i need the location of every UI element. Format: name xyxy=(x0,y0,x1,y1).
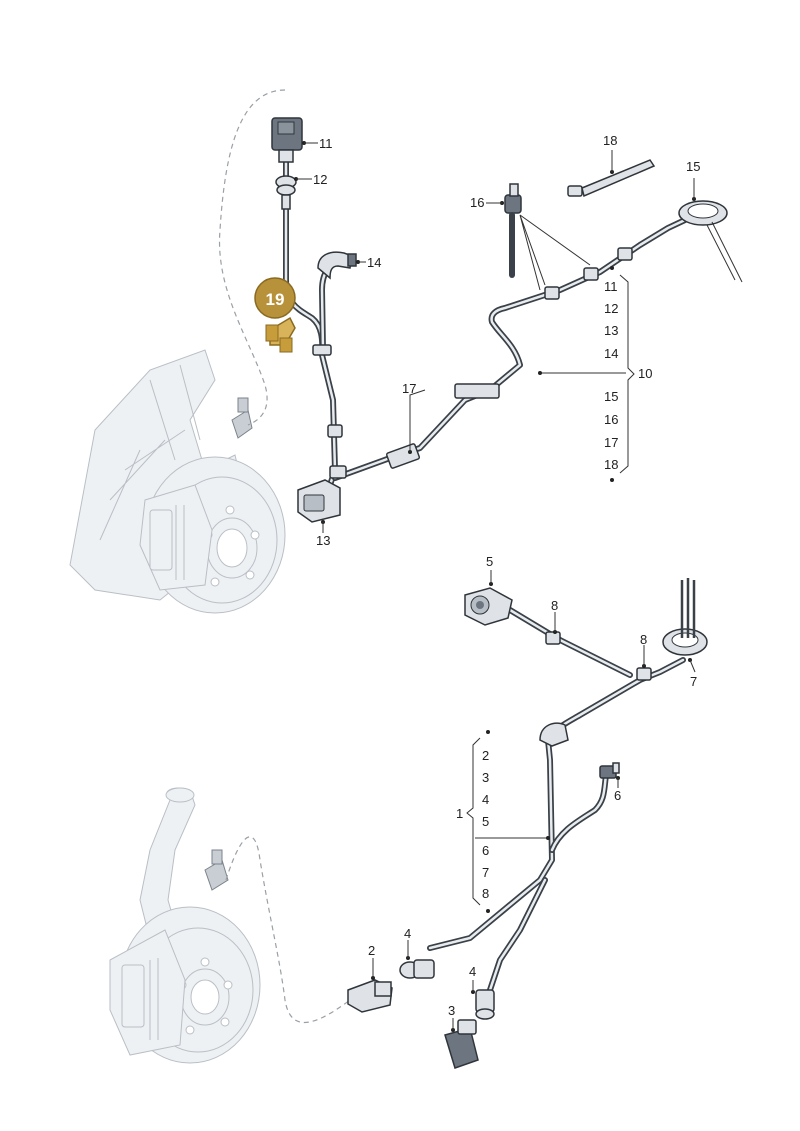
part-4-connector-b[interactable] xyxy=(475,989,495,1020)
group-1-item: 6 xyxy=(482,843,489,858)
label-8b: 8 xyxy=(640,632,647,647)
group-10-item: 16 xyxy=(604,412,618,427)
part-15-grommet[interactable] xyxy=(678,200,743,283)
label-3: 3 xyxy=(448,1003,455,1018)
label-group-1: 1 xyxy=(456,806,463,821)
label-11: 11 xyxy=(319,136,333,151)
part-18-cable-tie[interactable] xyxy=(567,159,656,198)
label-15: 15 xyxy=(686,159,700,174)
label-8a: 8 xyxy=(551,598,558,613)
label-2: 2 xyxy=(368,943,375,958)
label-13: 13 xyxy=(316,533,330,548)
highlight-badge-19[interactable]: 19 xyxy=(254,277,296,319)
label-17: 17 xyxy=(402,381,416,396)
part-11-sensor-housing[interactable] xyxy=(271,117,303,163)
upper-assembly: 11 12 14 13 17 16 18 15 10 11 12 13 xyxy=(69,89,743,614)
lower-assembly: 5 8 8 7 6 2 4 4 3 1 2 3 xyxy=(109,554,708,1069)
lower-harness-elbow xyxy=(539,722,569,747)
part-19-bracket-clip[interactable] xyxy=(265,316,296,353)
lower-brake-disc-illustration xyxy=(109,787,261,1064)
lower-callouts: 5 8 8 7 6 2 4 4 3 1 2 3 xyxy=(368,554,697,1032)
group-10-item: 17 xyxy=(604,435,618,450)
highlight-badge-label: 19 xyxy=(266,290,285,309)
label-group-10: 10 xyxy=(638,366,652,381)
label-12: 12 xyxy=(313,172,327,187)
lower-harness-main xyxy=(427,657,686,951)
part-7-grommet[interactable] xyxy=(662,578,708,656)
group-1-item: 7 xyxy=(482,865,489,880)
lower-harness-branch-6 xyxy=(549,772,609,853)
upper-harness-clips xyxy=(312,247,633,479)
label-4b: 4 xyxy=(469,964,476,979)
part-14-elbow-connector[interactable] xyxy=(317,251,357,280)
label-7: 7 xyxy=(690,674,697,689)
group-10-item: 11 xyxy=(604,279,618,294)
label-14: 14 xyxy=(367,255,381,270)
part-2-wheel-speed-sensor[interactable] xyxy=(347,979,393,1013)
group-10-item: 18 xyxy=(604,457,618,472)
part-13-connector[interactable] xyxy=(297,479,341,523)
label-6: 6 xyxy=(614,788,621,803)
lower-routing-dashed-line xyxy=(225,836,351,1023)
part-8-clip-a[interactable] xyxy=(545,631,561,645)
group-10-item: 12 xyxy=(604,301,618,316)
part-3-connector-housing[interactable] xyxy=(444,1019,479,1069)
group-1-item: 4 xyxy=(482,792,489,807)
group-1-item: 8 xyxy=(482,886,489,901)
label-4a: 4 xyxy=(404,926,411,941)
part-8-clip-b[interactable] xyxy=(636,667,652,681)
part-6-connector[interactable] xyxy=(599,762,620,779)
group-1-item: 2 xyxy=(482,748,489,763)
group-1-item: 3 xyxy=(482,770,489,785)
group-10-item: 15 xyxy=(604,389,618,404)
upper-callouts: 11 12 14 13 17 16 18 15 10 11 12 13 xyxy=(294,133,700,548)
part-16-clip[interactable] xyxy=(504,183,522,278)
group-1-item: 5 xyxy=(482,814,489,829)
group-10-item: 14 xyxy=(604,346,618,361)
label-5: 5 xyxy=(486,554,493,569)
part-4-connector-a[interactable] xyxy=(399,959,435,979)
upper-brake-disc-illustration xyxy=(69,349,286,614)
group-10-item: 13 xyxy=(604,323,618,338)
label-16: 16 xyxy=(470,195,484,210)
label-18: 18 xyxy=(603,133,617,148)
part-12-grommet[interactable] xyxy=(275,175,297,210)
part-5-round-connector[interactable] xyxy=(464,587,513,626)
